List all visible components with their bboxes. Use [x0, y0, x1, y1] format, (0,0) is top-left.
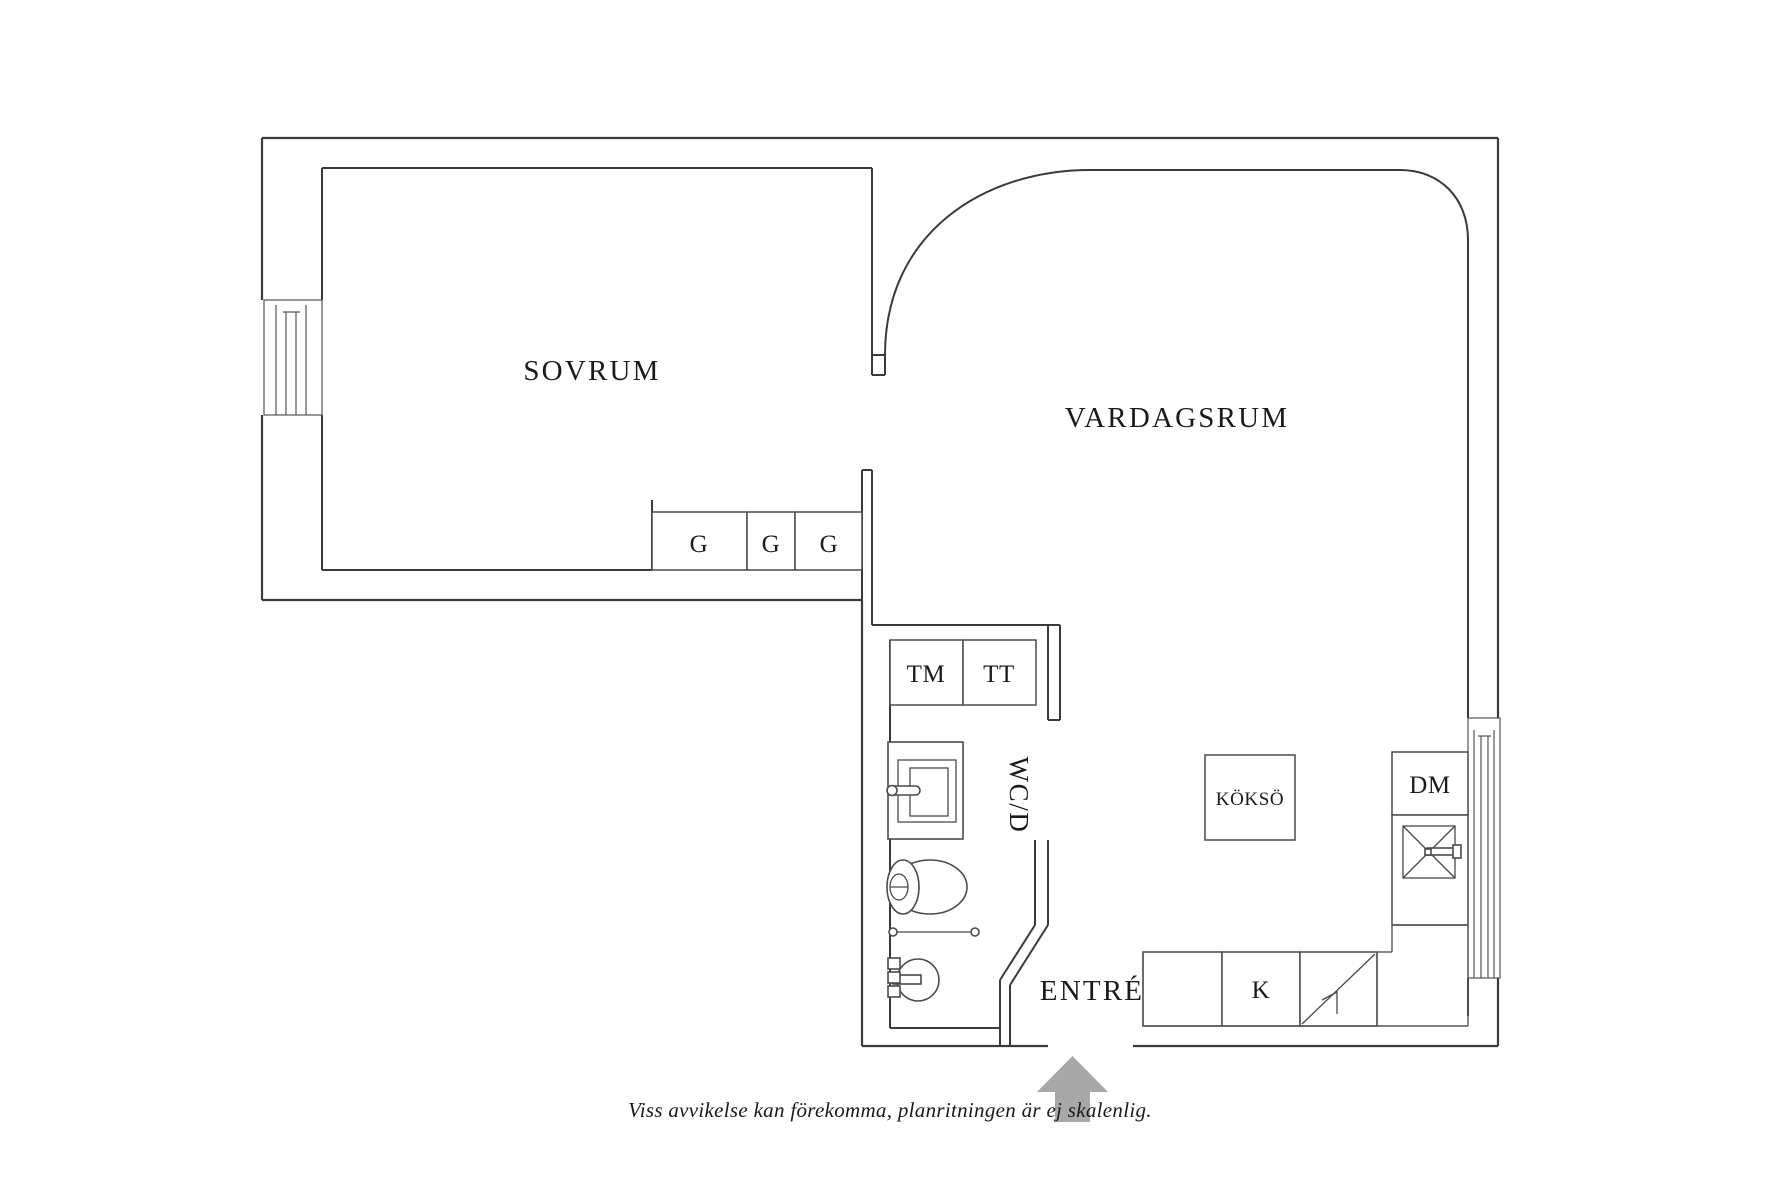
label-tumble-dryer: TT: [983, 661, 1015, 688]
kitchen-island: [1204, 754, 1296, 841]
label-dishwasher: DM: [1409, 772, 1450, 799]
bedroom-window: [263, 299, 323, 416]
bathroom-vanity: [886, 741, 964, 840]
toilet: [886, 859, 968, 915]
label-vardagsrum: VARDAGSRUM: [1065, 402, 1290, 434]
laundry-appliances: [889, 639, 1037, 706]
label-stove: K: [1252, 977, 1271, 1004]
dishwasher-unit: [1391, 751, 1469, 926]
kitchen-counter-row: [1142, 924, 1469, 1027]
towel-rail: [888, 927, 980, 937]
living-room-window: [1467, 717, 1501, 979]
outer-walls: [260, 136, 1500, 1048]
label-kitchen-island: KÖKSÖ: [1216, 789, 1284, 810]
label-sovrum: SOVRUM: [523, 355, 660, 387]
disclaimer-caption: Viss avvikelse kan förekomma, planritnin…: [628, 1098, 1152, 1122]
entry-arrow: [1037, 1056, 1108, 1122]
label-wc-d: WC/D: [1004, 757, 1034, 834]
wardrobe-row: [651, 511, 863, 571]
inner-walls: [321, 167, 1061, 1046]
label-washing-machine: TM: [907, 661, 946, 688]
label-entre: ENTRÉ: [1040, 974, 1144, 1007]
shower-fixture: [887, 957, 940, 1002]
label-wardrobe-2: G: [762, 531, 781, 558]
label-wardrobe-3: G: [820, 531, 839, 558]
label-wardrobe-1: G: [690, 531, 709, 558]
